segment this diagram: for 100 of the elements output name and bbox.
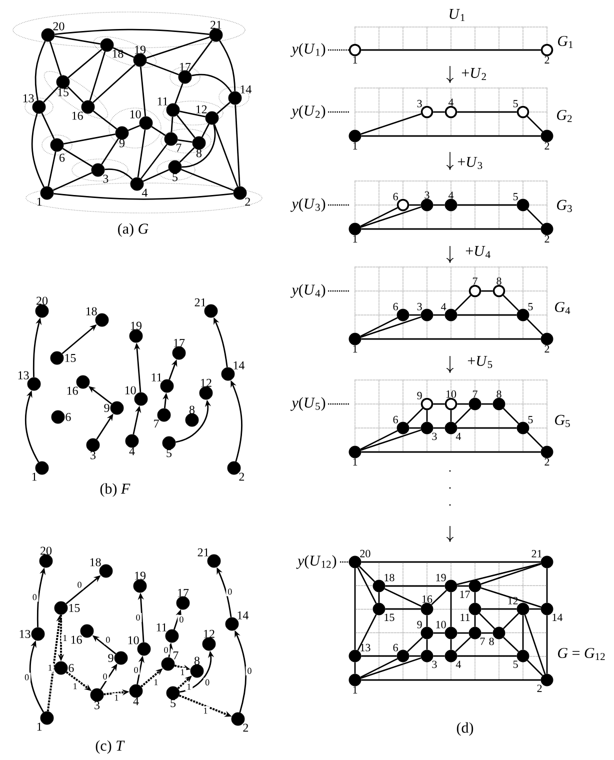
edge (360, 317, 398, 337)
edge (64, 134, 116, 144)
vertex-number: 3 (94, 701, 100, 710)
vertex-number: 7 (472, 390, 478, 398)
vertex-number: 1 (353, 345, 358, 352)
vertex-number: 8 (489, 638, 494, 646)
edge (174, 83, 184, 104)
edge (433, 111, 445, 113)
edge (181, 168, 234, 192)
vertex-number: 6 (68, 664, 74, 672)
edge-label: 1 (61, 634, 69, 642)
vertex-number: 15 (384, 614, 394, 622)
vertex-number: 10 (128, 636, 139, 644)
edge (406, 408, 424, 424)
edge (140, 144, 168, 180)
edge (457, 204, 517, 206)
edge-label: 1 (71, 682, 79, 691)
edge (457, 403, 469, 405)
edge (360, 429, 422, 451)
vertex-number: 16 (67, 386, 78, 395)
vertex-number: 20 (40, 546, 52, 555)
vertex-number: 20 (53, 22, 64, 30)
graph-name: G = G$_{12}$ (558, 648, 605, 660)
edge (146, 62, 179, 76)
level-label: y(U$_{5}$) (290, 397, 326, 411)
edge (454, 294, 472, 312)
edge (361, 561, 541, 563)
edge (179, 110, 206, 118)
vertex-number: 8 (196, 149, 202, 158)
edge (48, 151, 56, 187)
edge (529, 608, 541, 610)
edge (358, 566, 376, 582)
vertex-number: 4 (133, 697, 139, 706)
edge (433, 427, 445, 429)
vertex-number: 11 (158, 97, 168, 106)
edge (101, 138, 119, 165)
edge (361, 679, 541, 681)
edge (234, 104, 240, 186)
edge-label: 0 (178, 614, 186, 624)
vertex-number: 21 (194, 298, 206, 306)
edge (361, 338, 541, 340)
vertex-number: 6 (393, 302, 398, 310)
edge (474, 615, 476, 627)
edge (360, 658, 398, 678)
edge (142, 169, 170, 182)
edge (457, 314, 517, 316)
edge (128, 124, 140, 132)
graph-name: G$_{1}$ (558, 36, 573, 48)
edge-label: 1 (152, 678, 160, 687)
edge (361, 49, 541, 51)
vertex-number: 2 (243, 724, 248, 732)
vertex-number: 16 (422, 595, 432, 603)
vertex-number: 2 (544, 235, 550, 242)
vertex-number: 11 (156, 623, 167, 632)
edge (216, 102, 230, 114)
vertex-number: 4 (129, 447, 135, 456)
edge (360, 316, 422, 338)
edge (409, 314, 421, 316)
edge (89, 51, 106, 101)
edge (214, 124, 238, 187)
edge (433, 403, 445, 405)
vertex-number: 14 (234, 361, 244, 370)
edge (409, 655, 421, 657)
vertex-number: 15 (65, 354, 76, 362)
edge (112, 47, 134, 58)
edge (354, 662, 356, 674)
edge-label: 1 (202, 706, 210, 716)
edge-label: 1 (112, 693, 120, 702)
edge (385, 608, 421, 610)
vertex-number: 7 (176, 144, 182, 152)
edge (191, 74, 232, 93)
edge-label: 0 (132, 665, 140, 675)
vertex-number: 1 (353, 142, 358, 150)
vertex-number: 8 (189, 406, 195, 414)
edge (151, 126, 166, 136)
edge (481, 290, 493, 292)
edge-label: 0 (134, 612, 142, 622)
set-name: U$_{1}$ (450, 9, 465, 21)
edge (92, 110, 118, 130)
edge (49, 41, 62, 76)
step-label: +U$_{5}$ (468, 356, 492, 368)
vertex-number: 3 (432, 660, 437, 668)
edge (146, 36, 210, 59)
edge (503, 636, 519, 652)
edge (361, 228, 541, 230)
edge-label: 0 (30, 592, 38, 602)
vertex-number: 9 (417, 620, 422, 628)
edge (481, 632, 493, 634)
edge (457, 632, 469, 634)
vertex-number: 13 (18, 371, 29, 380)
edge (68, 48, 102, 78)
vertex-number: 6 (393, 416, 398, 424)
edge (357, 567, 377, 604)
vertex-number: 9 (108, 654, 114, 662)
edge (384, 588, 422, 607)
edge (385, 585, 445, 587)
vertex-number: 5 (528, 416, 533, 424)
edge-label: 0 (101, 672, 109, 682)
edge (426, 410, 428, 422)
panel-caption: (d) (456, 722, 474, 736)
